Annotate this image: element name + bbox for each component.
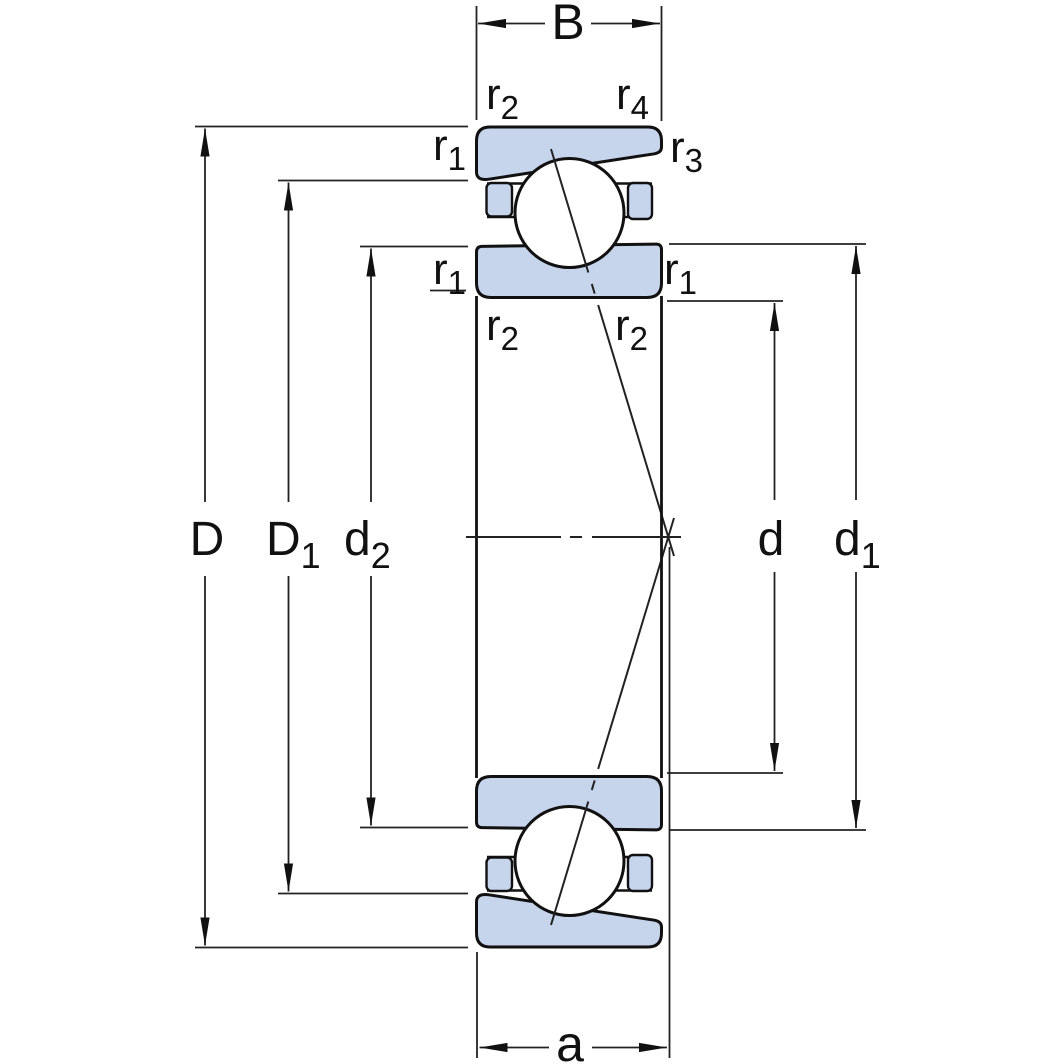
label-r2-top: r2 xyxy=(486,70,519,126)
label-a: a xyxy=(556,1016,584,1064)
label-r4-top: r4 xyxy=(616,70,649,126)
label-d2: d2 xyxy=(344,513,391,576)
label-B: B xyxy=(551,0,584,50)
label-d1: d1 xyxy=(834,513,881,576)
dimension-lines xyxy=(200,18,861,1053)
bearing-bottom-half xyxy=(475,516,676,949)
extension-lines xyxy=(195,6,866,1058)
label-r1-mid-left: r1 xyxy=(433,245,466,301)
label-r2-lower-left: r2 xyxy=(486,301,519,357)
label-r2-lower-right: r2 xyxy=(615,301,648,357)
label-D1: D1 xyxy=(266,513,321,576)
label-D: D xyxy=(190,513,225,566)
label-r1-upper-left: r1 xyxy=(433,121,466,177)
label-r3-right: r3 xyxy=(670,123,703,179)
label-d: d xyxy=(758,513,785,566)
label-r1-mid-right: r1 xyxy=(664,245,697,301)
